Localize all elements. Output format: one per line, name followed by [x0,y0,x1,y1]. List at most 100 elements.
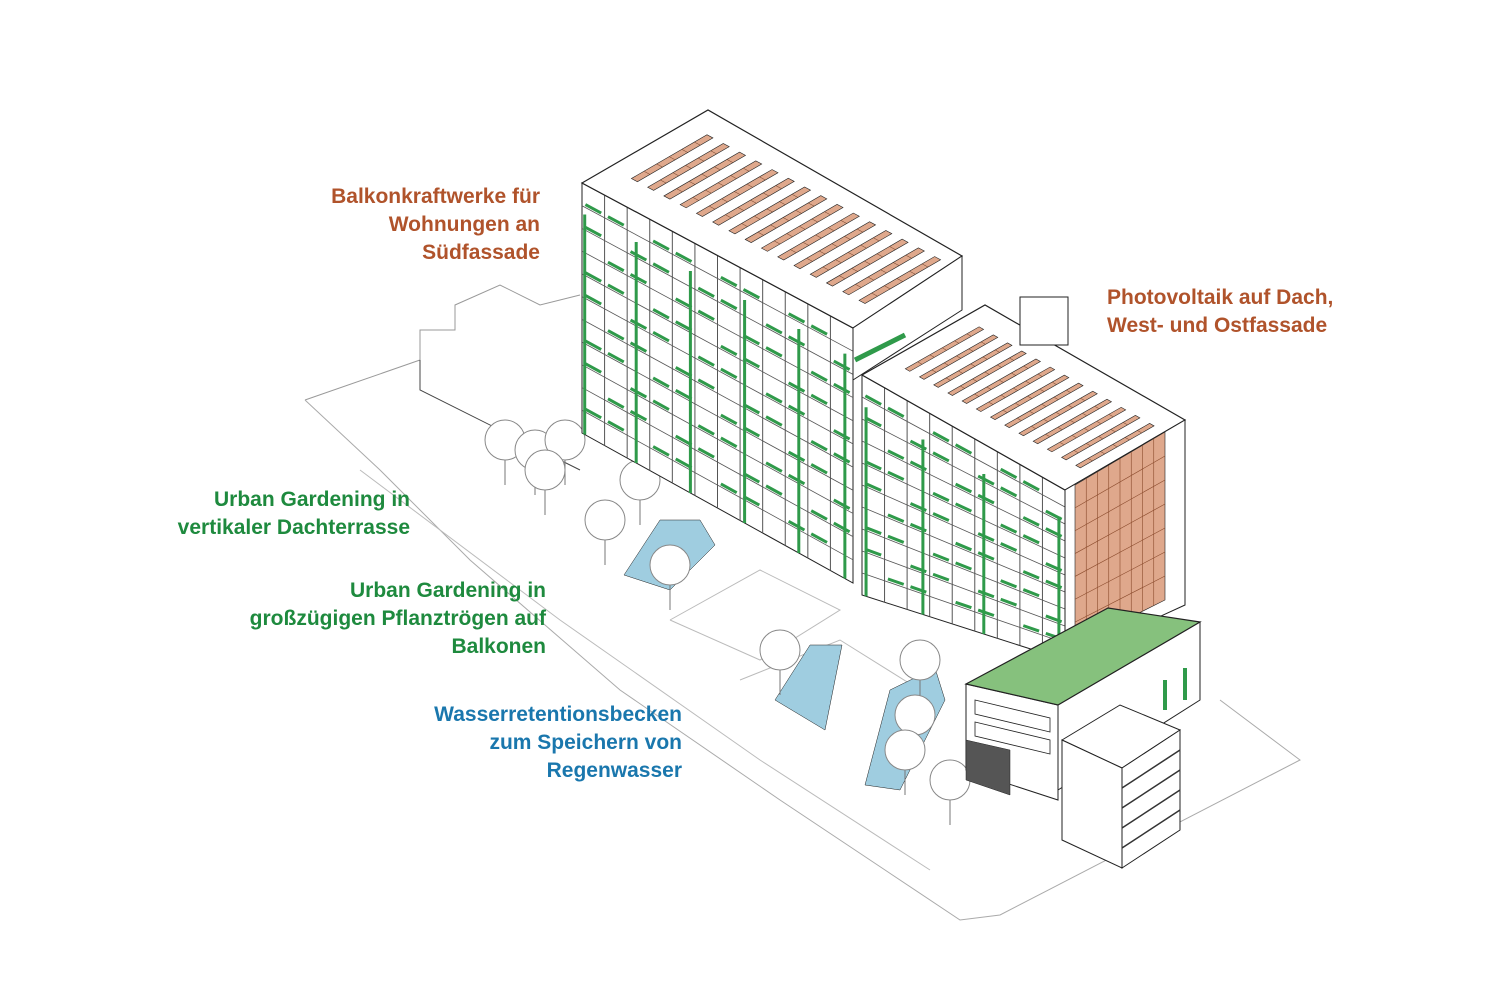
pv-module-divider [697,157,705,162]
pv-module-divider [790,249,797,253]
pv-module-divider [1082,413,1087,416]
building-b [860,304,1187,661]
pv-module-divider [743,167,750,172]
pv-module-divider [1074,455,1166,509]
pv-module-divider [1029,410,1034,414]
pv-module-divider [988,401,994,405]
balcony-planter [787,404,806,416]
pv-module-divider [1043,418,1049,422]
balcony-planter [742,426,760,438]
pv-module-divider [905,254,912,259]
pv-module-divider [943,362,949,366]
label-line: Regenwasser [546,759,682,782]
pv-module-divider [1110,429,1116,433]
site-boundary [304,399,1301,921]
pv-module-divider [762,192,770,197]
pv-module-divider [692,197,699,201]
balcony-planter [977,608,995,617]
balcony-planter [1022,480,1040,492]
pv-module-divider [867,276,875,281]
pv-module-divider [840,220,847,224]
tree-crown [544,419,586,461]
pv-module-divider [844,236,851,240]
label-line: Wohnungen an [388,213,540,236]
pv-module-divider [725,214,732,219]
balcony-planter [720,344,738,357]
pv-module-divider [1039,388,1045,392]
pv-module-divider [921,263,929,268]
balcony-planter [742,403,760,415]
tree-crown [899,639,941,681]
pv-module-divider [710,150,717,155]
balcony-planter [674,457,693,470]
balcony-planter [720,482,738,494]
floor-slab [861,572,1066,644]
pv-module-divider [855,284,862,288]
pv-module-divider [1087,458,1093,462]
tree-crown [584,499,626,541]
label-line: Südfassade [422,241,540,264]
pv-module-divider [1041,403,1047,407]
pv-module-divider [997,364,1002,368]
balcony-planter [652,262,670,274]
pv-module-divider [986,386,992,390]
pv-module-divider [880,269,887,274]
balcony-planter [787,381,806,393]
floor-slab [861,418,1066,525]
balcony-planter [584,203,602,215]
pv-module-divider [1100,451,1106,455]
balcony-planter [887,406,905,418]
floor-slab [861,550,1066,627]
label-line: Wasserretentionsbecken [434,703,682,726]
balcony-planter [675,366,693,378]
pv-module-divider [795,210,802,214]
balcony-planter [765,392,783,404]
pv-module-divider [766,208,773,213]
pv-module-divider [822,266,829,271]
pv-module-divider [643,171,651,175]
balcony-planter [932,512,950,522]
balcony-planter [629,318,648,330]
pv-module-divider [1000,394,1006,398]
pv-module-divider [1074,503,1166,554]
balcony-planter [787,450,806,463]
balcony-planter [887,577,905,586]
pv-module-divider [730,175,737,179]
pv-module-divider [917,361,923,365]
floor-slab [861,396,1066,508]
balcony-planter [810,370,828,382]
pv-module-divider [984,371,990,375]
label-line: West- und Ostfassade [1107,314,1328,337]
pv-module-divider [701,173,708,178]
balcony-planter [584,271,602,283]
balcony-planter [607,215,625,227]
pv-module-divider [851,268,858,272]
pv-module-divider [828,227,835,232]
balcony-planter [652,308,670,320]
pv-module-divider [1071,435,1077,439]
pv-module-divider [815,234,822,239]
pv-module-divider [672,172,679,177]
balcony-planter [955,600,972,610]
pv-module-divider [770,224,777,229]
balcony-planter [787,519,806,532]
balcony-planter [607,397,625,409]
balcony-planter [1000,579,1018,589]
window-band [974,721,1051,755]
pv-module-divider [873,237,880,242]
balcony-planter [833,429,851,441]
balcony-planter [833,521,851,534]
balcony-planter [742,334,760,346]
pv-module-divider [1122,422,1128,426]
pv-module-divider [737,207,744,211]
pv-module-divider [995,349,1000,353]
balcony-planter [742,357,760,369]
pv-module-divider [860,244,867,249]
balcony-planter [810,532,828,544]
balcony-planter [787,312,806,324]
balcony-planter [787,473,806,486]
balcony-planter [932,572,950,582]
balcony-planter [675,297,693,309]
green-roof [964,607,1202,706]
balcony-planter [810,393,828,405]
